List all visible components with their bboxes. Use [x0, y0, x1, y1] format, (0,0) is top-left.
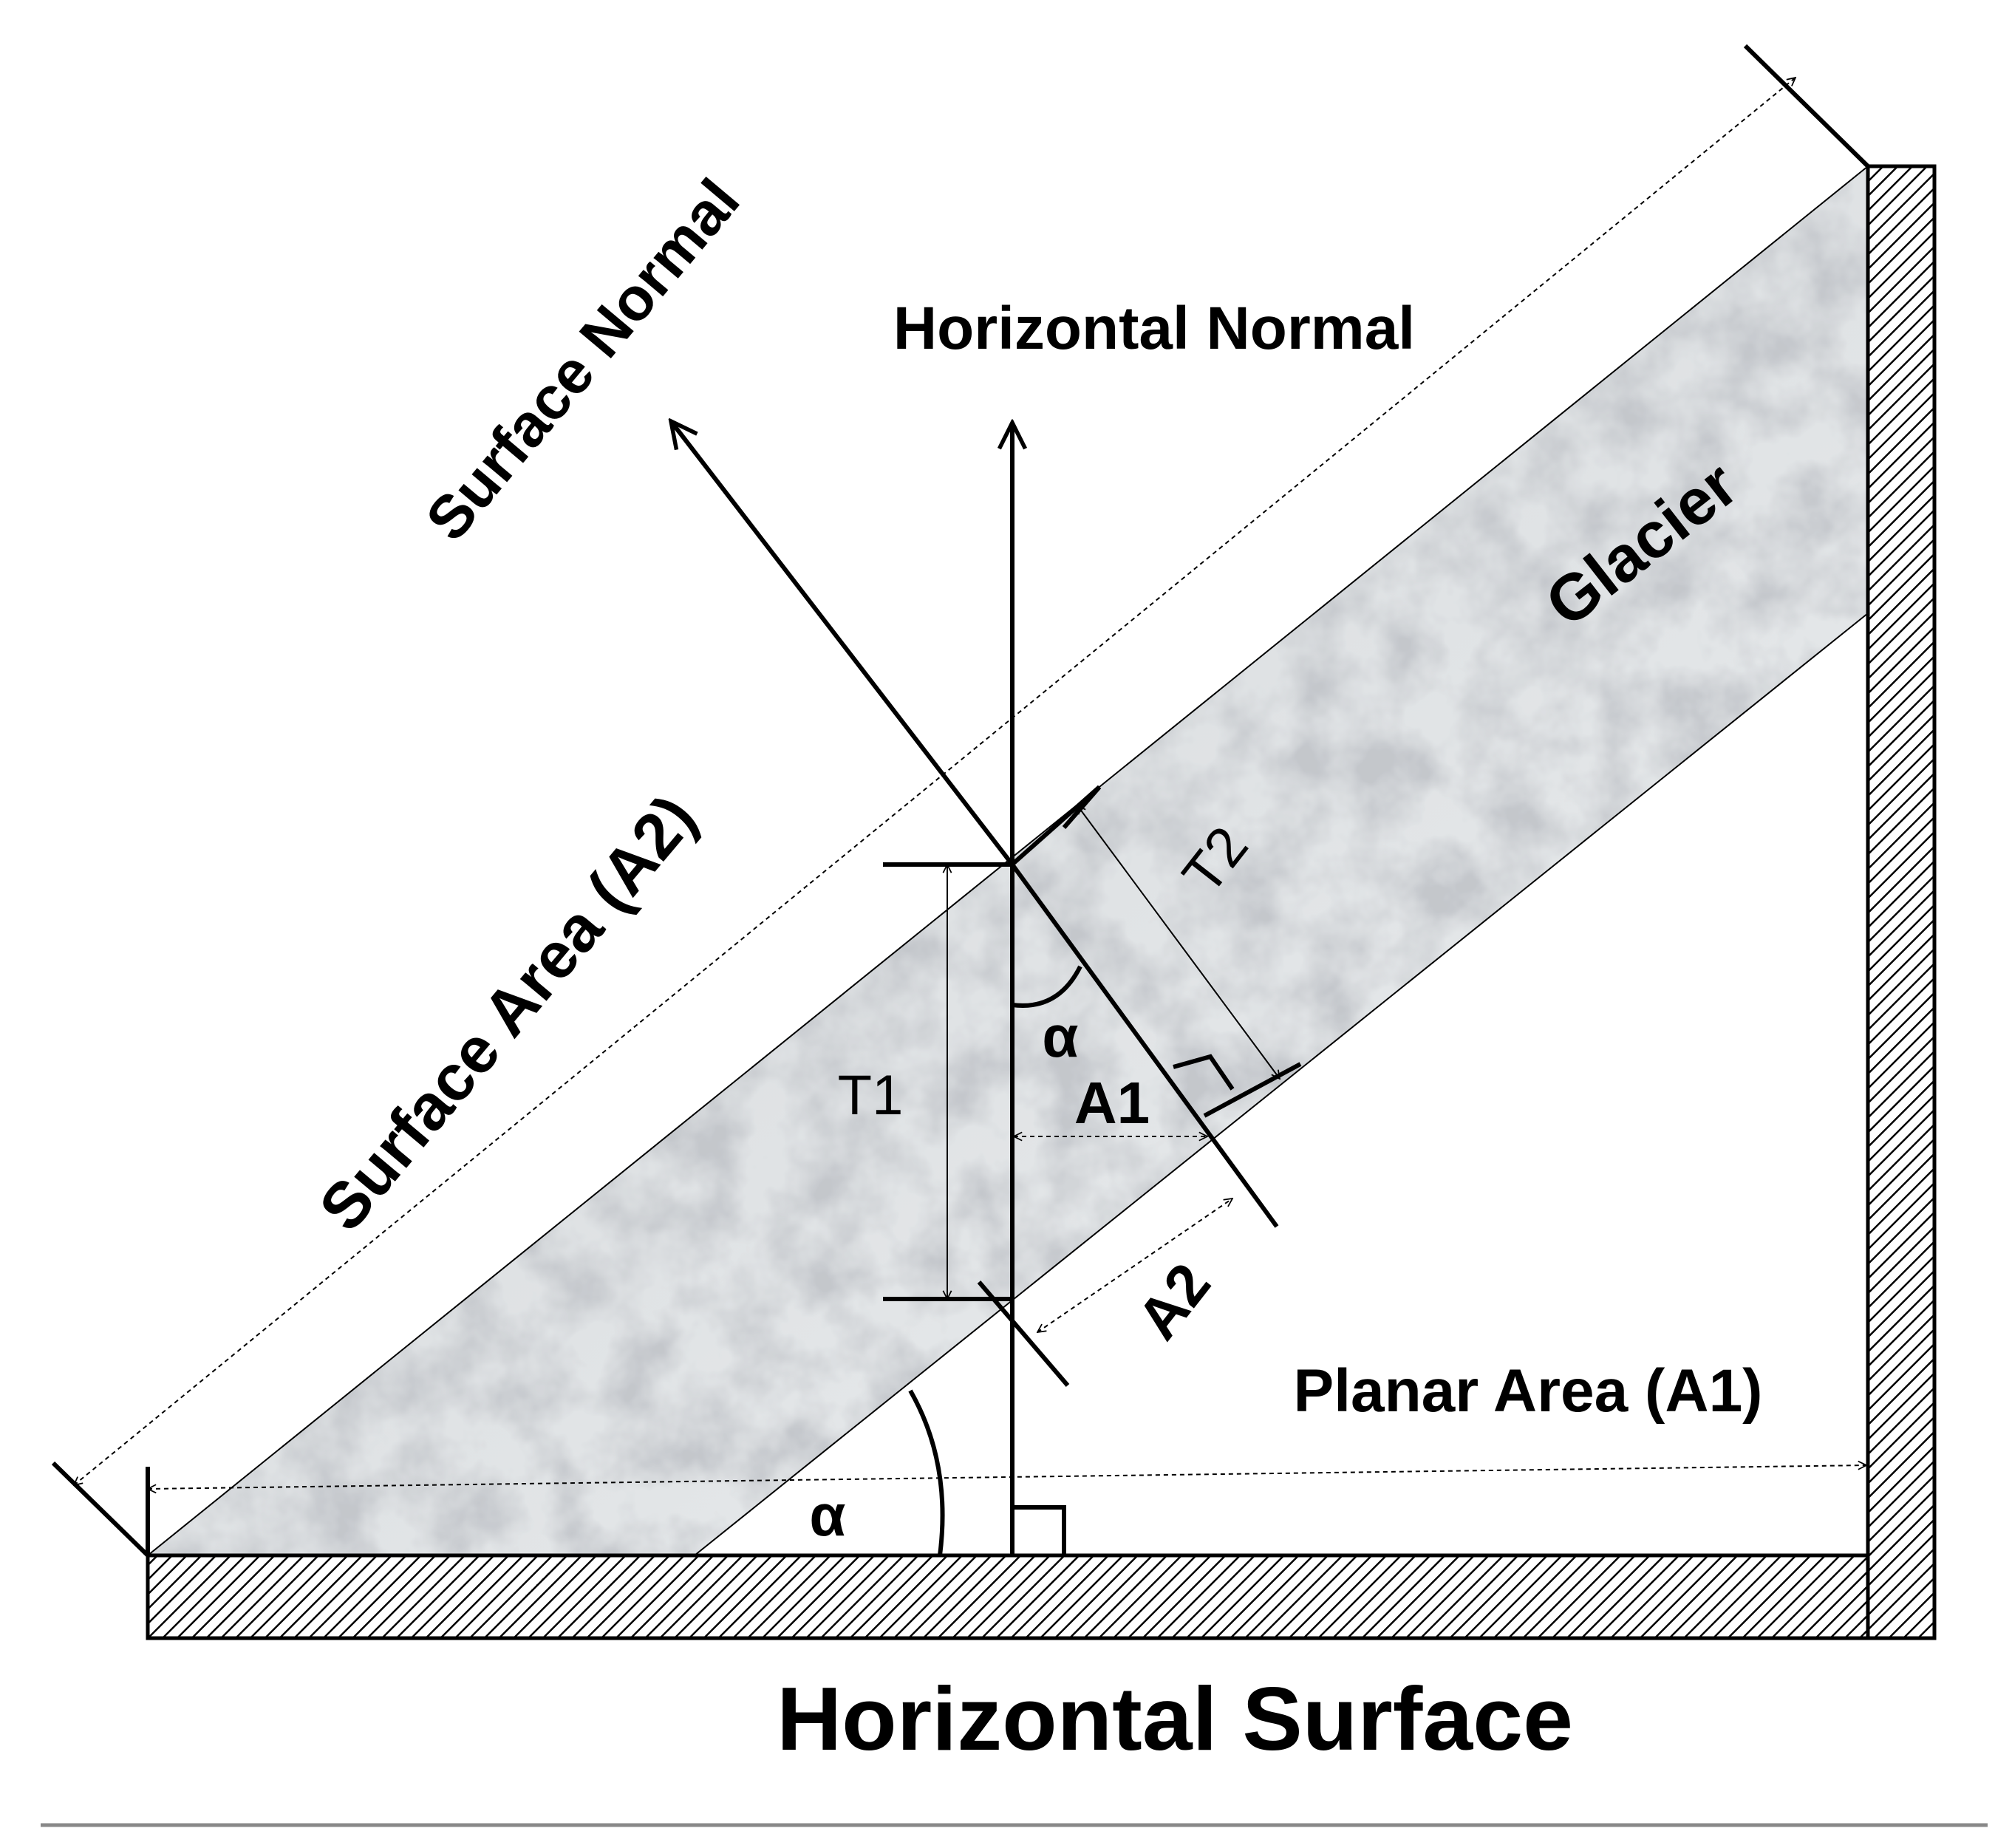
hatched-ground	[146, 1553, 1937, 1640]
a2-small-dimension	[1037, 1199, 1232, 1332]
label-a1-small: A1	[1074, 1070, 1150, 1136]
surface-area-dimension	[51, 44, 1870, 1558]
label-a2-small: A2	[1125, 1251, 1223, 1351]
right-angle-mark-slope	[1173, 1054, 1235, 1091]
right-angle-mark-ground	[1012, 1505, 1066, 1555]
label-alpha-lower: α	[809, 1482, 845, 1548]
hatched-wall	[1866, 164, 1937, 1640]
label-alpha-upper: α	[1042, 1003, 1078, 1069]
t2-dimension	[1012, 785, 1302, 1118]
alpha-arc-lower	[908, 1389, 945, 1556]
label-horizontal-normal: Horizontal Normal	[893, 295, 1415, 362]
label-surface-normal: Surface Normal	[413, 167, 752, 553]
surface-normal-arrow	[671, 421, 1014, 866]
planar-area-dimension	[146, 1465, 1866, 1555]
label-t1: T1	[838, 1064, 904, 1127]
label-horizontal-surface: Horizontal Surface	[777, 1668, 1573, 1769]
alpha-arc-upper	[1012, 965, 1082, 1008]
t1-dimension	[883, 862, 1012, 1301]
label-planar-area-a1: Planar Area (A1)	[1294, 1357, 1763, 1425]
